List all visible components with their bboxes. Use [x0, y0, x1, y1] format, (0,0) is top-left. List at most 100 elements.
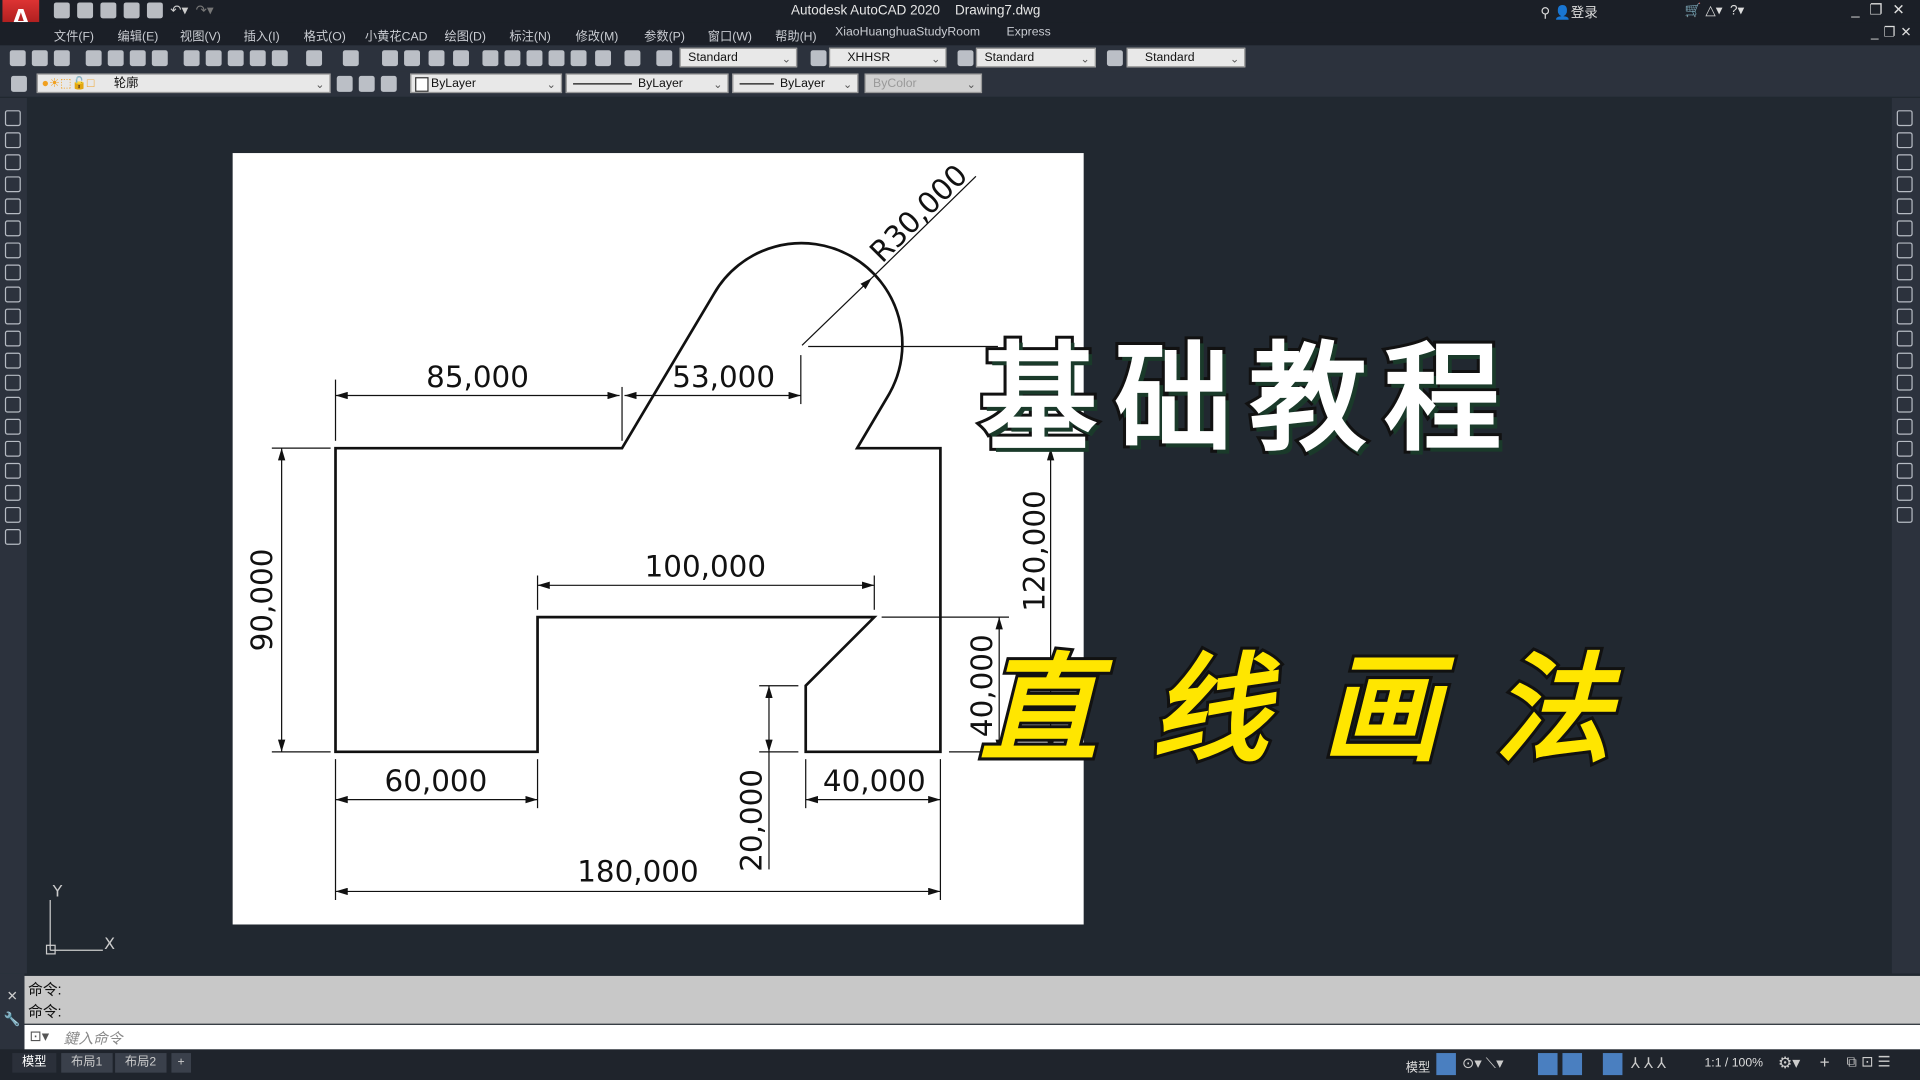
grid-toggle[interactable] — [1436, 1053, 1456, 1076]
fullscreen-icon[interactable]: ⧉ ⊡ ☰ — [1846, 1053, 1891, 1071]
modify-tool-icon[interactable] — [1896, 374, 1913, 391]
modify-tool-icon[interactable] — [1896, 132, 1913, 149]
draw-tool-icon[interactable] — [4, 484, 21, 501]
toolbar-tool-icon[interactable] — [624, 50, 641, 67]
draw-tool-icon[interactable] — [4, 308, 21, 325]
layer-properties-icon[interactable] — [11, 75, 27, 92]
menu-help[interactable]: 帮助(H) — [775, 30, 817, 45]
toolbar-tool-icon[interactable] — [526, 50, 543, 67]
menu-studyroom[interactable]: XiaoHuanghuaStudyRoom — [835, 25, 981, 40]
draw-tool-icon[interactable] — [4, 396, 21, 413]
draw-tool-icon[interactable] — [4, 374, 21, 391]
color-select[interactable]: ByLayer⌄ — [410, 73, 563, 94]
add-layout-button[interactable]: + — [171, 1053, 191, 1073]
menu-insert[interactable]: 插入(I) — [243, 30, 280, 45]
draw-tool-icon[interactable] — [4, 198, 21, 215]
new-icon[interactable] — [53, 2, 70, 19]
lineweight-select[interactable]: ByLayer⌄ — [732, 73, 859, 94]
toolbar-tool-icon[interactable] — [342, 50, 359, 67]
toolbar-tool-icon[interactable] — [9, 50, 26, 67]
modify-tool-icon[interactable] — [1896, 110, 1913, 127]
toolbar-tool-icon[interactable] — [382, 50, 398, 67]
command-line-handle[interactable]: ✕ 🔧 — [0, 973, 25, 1050]
draw-tool-icon[interactable] — [4, 220, 21, 237]
close-icon[interactable]: ✕ — [6, 989, 18, 1005]
style-manager-icon[interactable] — [957, 50, 974, 67]
draw-tool-icon[interactable] — [4, 264, 21, 281]
toolbar-tool-icon[interactable] — [453, 50, 469, 67]
print-icon[interactable] — [146, 2, 163, 19]
modify-tool-icon[interactable] — [1896, 418, 1913, 435]
menu-parametric[interactable]: 参数(P) — [644, 30, 685, 45]
command-customize-icon[interactable]: ⊡▾ — [29, 1027, 50, 1045]
menu-file[interactable]: 文件(F) — [53, 30, 95, 45]
modify-tool-icon[interactable] — [1896, 330, 1913, 347]
undo-icon[interactable]: ↶▾ — [170, 3, 189, 19]
menu-window[interactable]: 窗口(W) — [707, 30, 752, 45]
toolbar-tool-icon[interactable] — [85, 50, 102, 67]
wrench-icon[interactable]: 🔧 — [3, 1012, 21, 1028]
draw-tool-icon[interactable] — [4, 506, 21, 523]
mleader-style-select[interactable]: Standard⌄ — [1126, 47, 1246, 68]
modify-tool-icon[interactable] — [1896, 462, 1913, 479]
plus-icon[interactable]: + — [1819, 1051, 1830, 1072]
open-icon[interactable] — [77, 2, 94, 19]
toolbar-tool-icon[interactable] — [227, 50, 244, 67]
modify-tool-icon[interactable] — [1896, 242, 1913, 259]
save-icon[interactable] — [100, 2, 117, 19]
draw-tool-icon[interactable] — [4, 462, 21, 479]
menu-dimension[interactable]: 标注(N) — [509, 30, 551, 45]
doc-window-controls[interactable]: _❐✕ — [1871, 25, 1917, 41]
modify-tool-icon[interactable] — [1896, 154, 1913, 171]
tab-layout2[interactable]: 布局2 — [115, 1053, 166, 1073]
toolbar-tool-icon[interactable] — [404, 50, 421, 67]
save-as-icon[interactable] — [123, 2, 140, 19]
model-space-button[interactable]: 模型 — [1405, 1061, 1431, 1076]
login-link[interactable]: 登录 — [1570, 6, 1598, 21]
make-current-icon[interactable] — [336, 75, 353, 92]
menu-express[interactable]: Express — [1006, 25, 1051, 40]
draw-tool-icon[interactable] — [4, 330, 21, 347]
draw-tool-icon[interactable] — [4, 132, 21, 149]
toolbar-tool-icon[interactable] — [129, 50, 146, 67]
modify-tool-icon[interactable] — [1896, 286, 1913, 303]
modify-tool-icon[interactable] — [1896, 352, 1913, 369]
style-manager-icon[interactable] — [1106, 50, 1123, 67]
command-input[interactable]: ⊡▾ 鍵入命令 — [24, 1024, 1920, 1050]
draw-tool-icon[interactable] — [4, 242, 21, 259]
toolbar-tool-icon[interactable] — [504, 50, 521, 67]
redo-icon[interactable]: ↷▾ — [195, 3, 214, 19]
toolbar-tool-icon[interactable] — [570, 50, 587, 67]
modify-tool-icon[interactable] — [1896, 198, 1913, 215]
tab-model[interactable]: 模型 — [12, 1053, 57, 1073]
toolbar-tool-icon[interactable] — [428, 50, 445, 67]
menu-modify[interactable]: 修改(M) — [575, 30, 619, 45]
text-style-select[interactable]: Standard⌄ — [679, 47, 798, 68]
close-icon[interactable]: ✕ — [1892, 1, 1915, 19]
toolbar-tool-icon[interactable] — [151, 50, 168, 67]
modify-tool-icon[interactable] — [1896, 396, 1913, 413]
gear-icon[interactable]: ⚙▾ — [1777, 1053, 1801, 1072]
minimize-icon[interactable]: _ — [1851, 1, 1870, 19]
modify-tool-icon[interactable] — [1896, 484, 1913, 501]
modify-tool-icon[interactable] — [1896, 176, 1913, 193]
menu-xhh[interactable]: 小黄花CAD — [364, 30, 428, 45]
layer-match-icon[interactable] — [380, 75, 397, 92]
toolbar-tool-icon[interactable] — [548, 50, 565, 67]
style-manager-icon[interactable] — [810, 50, 827, 67]
cart-icon[interactable]: 🛒 — [1684, 3, 1702, 19]
draw-tool-icon[interactable] — [4, 176, 21, 193]
toolbar-tool-icon[interactable] — [249, 50, 266, 67]
menu-edit[interactable]: 编辑(E) — [117, 30, 159, 45]
draw-tool-icon[interactable] — [4, 286, 21, 303]
toolbar-tool-icon[interactable] — [31, 50, 48, 67]
draw-tool-icon[interactable] — [4, 440, 21, 457]
lineweight-toggle[interactable] — [1602, 1053, 1623, 1076]
draw-tool-icon[interactable] — [4, 352, 21, 369]
toolbar-tool-icon[interactable] — [53, 50, 70, 67]
table-style-select[interactable]: Standard⌄ — [975, 47, 1096, 68]
draw-tool-icon[interactable] — [4, 110, 21, 127]
toolbar-tool-icon[interactable] — [306, 50, 323, 67]
modify-tool-icon[interactable] — [1896, 220, 1913, 237]
snap-icons[interactable]: ⊙▾ ⟍▾ — [1462, 1054, 1504, 1072]
